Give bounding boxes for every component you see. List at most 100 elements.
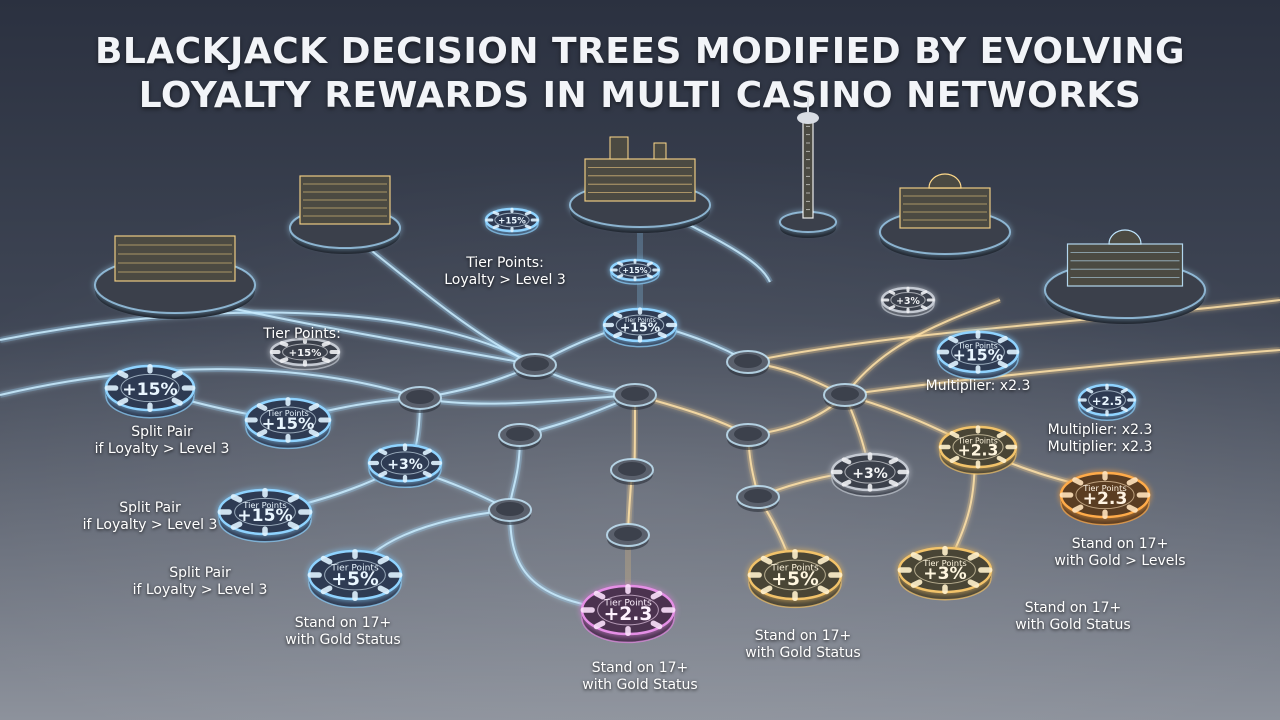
loyalty-chips: +15%+15%Tier Points+15%+3%+15%Tier Point… — [104, 207, 1151, 644]
loyalty-chip: +15% — [104, 364, 196, 419]
label-line: with Gold > Levels — [1054, 553, 1186, 569]
loyalty-chip: Tier Points+15% — [936, 330, 1020, 380]
label-line: Multiplier: x2.3 — [925, 378, 1031, 394]
loyalty-chip: +3% — [830, 452, 910, 498]
loyalty-chip: Tier Points+15% — [217, 487, 313, 543]
label-line: Split Pair — [169, 565, 231, 581]
chip-value: +15% — [122, 380, 177, 400]
chip-value: +2.3 — [604, 604, 653, 625]
loyalty-chip: Tier Points+2.3 — [938, 425, 1018, 475]
loyalty-chip: Tier Points+15% — [244, 397, 332, 450]
label-line: Stand on 17+ — [591, 660, 689, 676]
casino-platforms — [94, 96, 1206, 324]
label-stand-17-1: Stand on 17+ with Gold Status — [285, 615, 400, 649]
loyalty-chip: Tier Points+5% — [307, 548, 403, 609]
label-tier-loyalty: Tier Points: Loyalty > Level 3 — [444, 255, 566, 289]
label-line: with Gold Status — [1015, 617, 1131, 633]
casino-capitol-building — [1044, 229, 1206, 324]
junction-node — [398, 386, 442, 413]
chip-value: +5% — [771, 569, 819, 590]
label-split-pair-3: Split Pair if Loyalty > Level 3 — [133, 565, 268, 599]
chip-value: +3% — [896, 296, 920, 307]
label-line: with Gold Status — [582, 677, 698, 693]
label-line: Multiplier: x2.3 — [1047, 422, 1153, 438]
loyalty-chip: Tier Points+15% — [602, 307, 678, 348]
label-line: with Gold Status — [745, 645, 861, 661]
junction-node — [726, 423, 770, 450]
title-line-1: BLACKJACK DECISION TREES MODIFIED BY EVO… — [94, 31, 1186, 72]
chip-value: +15% — [620, 320, 661, 335]
chip-subtitle: Tier Points — [1082, 483, 1126, 493]
chip-value: +15% — [953, 346, 1004, 364]
label-split-pair-2: Split Pair if Loyalty > Level 3 — [83, 500, 218, 534]
junction-node — [736, 485, 780, 512]
chip-subtitle: Tier Points — [266, 409, 309, 418]
chip-value: +2.5 — [1092, 394, 1123, 408]
label-line: Multiplier: x2.3 — [1047, 439, 1153, 455]
junction-node — [498, 423, 542, 450]
loyalty-chip: +3% — [367, 443, 443, 489]
junction-node — [513, 353, 557, 380]
label-line: if Loyalty > Level 3 — [82, 517, 218, 533]
label-stand-17-4: Stand on 17+ with Gold Status — [1015, 600, 1130, 634]
chip-value: +15% — [622, 266, 647, 275]
chip-value: +3% — [923, 564, 967, 584]
chip-subtitle: Tier Points — [957, 341, 998, 350]
label-multiplier-1: Multiplier: x2.3 — [926, 378, 1031, 395]
casino-bellagio-style — [289, 175, 401, 254]
label-line: Stand on 17+ — [294, 615, 392, 631]
chip-subtitle: Tier Points — [242, 500, 286, 510]
label-line: Stand on 17+ — [1071, 536, 1169, 552]
route-blue — [419, 394, 636, 405]
label-line: Stand on 17+ — [1024, 600, 1122, 616]
chip-subtitle: Tier Points — [922, 558, 966, 568]
label-split-pair-1: Split Pair if Loyalty > Level 3 — [95, 424, 230, 458]
label-stand-17-3: Stand on 17+ with Gold Status — [745, 628, 860, 662]
casino-left-resort — [94, 235, 256, 319]
label-line: if Loyalty > Level 3 — [94, 441, 230, 457]
diagram-title: BLACKJACK DECISION TREES MODIFIED BY EVO… — [0, 30, 1280, 118]
loyalty-chip: Tier Points+2.3 — [580, 583, 676, 644]
label-stand-17-2: Stand on 17+ with Gold Status — [582, 660, 697, 694]
label-tier-points: Tier Points: — [263, 326, 341, 343]
junction-nodes — [398, 308, 867, 550]
loyalty-chip: +2.5 — [1077, 383, 1137, 421]
label-line: with Gold Status — [285, 632, 401, 648]
label-stand-17-gold-levels: Stand on 17+ with Gold > Levels — [1054, 536, 1185, 570]
label-line: Split Pair — [119, 500, 181, 516]
junction-node — [488, 498, 532, 525]
label-line: Tier Points: — [466, 255, 544, 271]
chip-subtitle: Tier Points — [623, 317, 656, 324]
loyalty-chip: +3% — [880, 286, 936, 317]
label-line: Stand on 17+ — [754, 628, 852, 644]
label-line: if Loyalty > Level 3 — [132, 582, 268, 598]
chip-subtitle: Tier Points — [330, 564, 379, 574]
title-line-2: LOYALTY REWARDS IN MULTI CASINO NETWORKS — [138, 75, 1142, 116]
loyalty-chip: Tier Points+3% — [897, 545, 993, 601]
label-line: Loyalty > Level 3 — [444, 272, 566, 288]
loyalty-chip: Tier Points+5% — [747, 548, 843, 609]
chip-value: +15% — [289, 348, 322, 359]
chip-subtitle: Tier Points — [957, 436, 998, 445]
chip-value: +3% — [852, 466, 888, 482]
chip-value: +15% — [262, 414, 315, 433]
chip-value: +2.3 — [1083, 489, 1128, 509]
junction-node — [610, 458, 654, 485]
label-multiplier-2: Multiplier: x2.3 Multiplier: x2.3 — [1048, 422, 1153, 456]
casino-domed-palace — [879, 173, 1011, 260]
loyalty-chip: +15% — [269, 337, 341, 371]
label-line: Tier Points: — [263, 326, 341, 342]
label-line: Split Pair — [131, 424, 193, 440]
junction-node — [613, 383, 657, 410]
route-gold — [747, 299, 1280, 363]
route-gold — [844, 349, 1280, 396]
route-gold — [844, 299, 1001, 396]
route-blue — [0, 311, 536, 366]
chip-value: +15% — [498, 217, 526, 227]
chip-value: +15% — [237, 506, 292, 526]
junction-node — [823, 383, 867, 410]
chip-subtitle: Tier Points — [603, 599, 652, 609]
casino-tower — [779, 96, 837, 238]
chip-value: +2.3 — [958, 441, 999, 459]
